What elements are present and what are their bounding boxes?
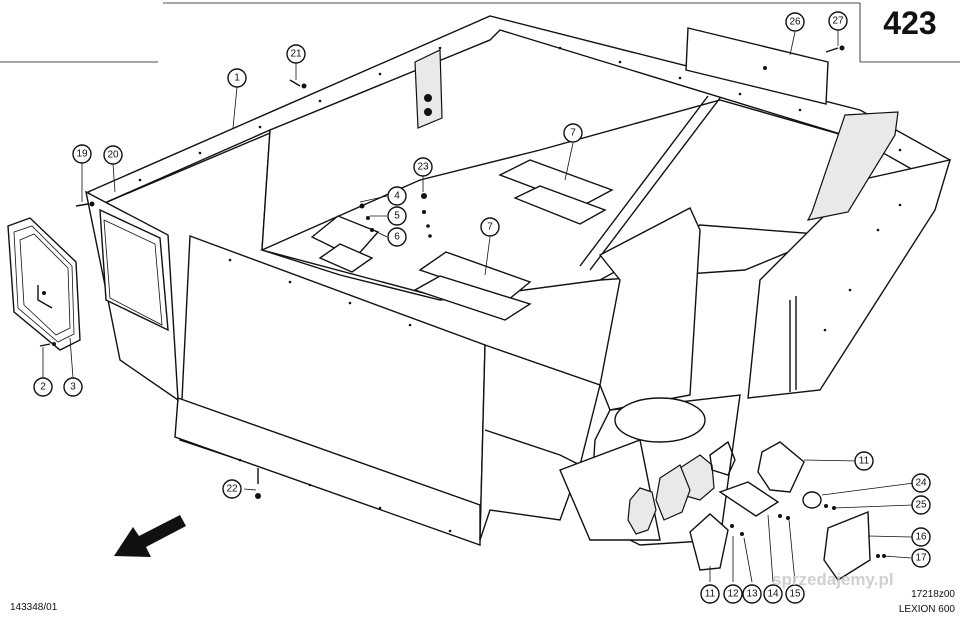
inspection-hatch — [7, 217, 81, 351]
callout-13: 13 — [742, 584, 762, 604]
svg-text:12: 12 — [727, 589, 739, 600]
callout-25: 25 — [911, 495, 931, 515]
page-frame — [0, 2, 960, 63]
callout-24: 24 — [911, 473, 931, 493]
callout-17: 17 — [911, 548, 931, 568]
callout-22: 22 — [222, 479, 242, 499]
svg-text:25: 25 — [915, 500, 927, 511]
callout-1: 1 — [227, 68, 247, 88]
svg-text:3: 3 — [70, 382, 76, 393]
callout-15: 15 — [785, 584, 805, 604]
callout-4: 4 — [387, 186, 407, 206]
leader-lines — [42, 30, 915, 583]
svg-text:2: 2 — [40, 382, 46, 393]
svg-text:6: 6 — [394, 232, 400, 243]
svg-text:4: 4 — [394, 191, 400, 202]
svg-text:17: 17 — [915, 553, 927, 564]
callout-11-right: 11 — [854, 451, 874, 471]
svg-text:11: 11 — [859, 456, 870, 467]
svg-text:13: 13 — [746, 589, 758, 600]
svg-text:15: 15 — [789, 589, 801, 600]
travel-direction-arrow — [114, 515, 186, 557]
svg-text:5: 5 — [394, 211, 400, 222]
svg-text:24: 24 — [915, 478, 927, 489]
model-name: LEXION 600 — [899, 604, 956, 615]
svg-text:20: 20 — [107, 150, 119, 161]
svg-text:22: 22 — [226, 484, 238, 495]
callout-16: 16 — [911, 527, 931, 547]
callout-7-upper: 7 — [563, 123, 583, 143]
callout-3: 3 — [63, 377, 83, 397]
callout-6: 6 — [387, 227, 407, 247]
callout-19: 19 — [72, 144, 92, 164]
svg-text:7: 7 — [487, 222, 493, 233]
watermark-text: sprzedajemy.pl — [772, 570, 894, 589]
callout-26: 26 — [785, 12, 805, 32]
grain-tank-assembly — [7, 15, 952, 581]
watermark: sprzedajemy.pl — [772, 570, 894, 589]
svg-text:26: 26 — [789, 17, 801, 28]
svg-text:23: 23 — [417, 162, 429, 173]
svg-text:11: 11 — [705, 589, 716, 600]
svg-text:19: 19 — [76, 149, 88, 160]
callout-11-bottom: 11 — [700, 584, 720, 604]
callout-5: 5 — [387, 206, 407, 226]
callout-7-lower: 7 — [480, 217, 500, 237]
callouts: 1 2 3 4 5 6 7 7 11 11 12 13 14 15 16 17 … — [33, 11, 931, 604]
fastener-dots — [138, 46, 902, 533]
callout-12: 12 — [723, 584, 743, 604]
callout-27: 27 — [828, 11, 848, 31]
svg-text:21: 21 — [290, 49, 302, 60]
svg-text:27: 27 — [832, 16, 844, 27]
page-number: 423 — [883, 5, 936, 41]
callout-14: 14 — [763, 584, 783, 604]
svg-text:16: 16 — [915, 532, 927, 543]
drawing-number: 143348/01 — [10, 602, 58, 613]
svg-text:7: 7 — [570, 128, 576, 139]
callout-21: 21 — [286, 44, 306, 64]
svg-text:1: 1 — [234, 73, 240, 84]
callout-20: 20 — [103, 145, 123, 165]
callout-2: 2 — [33, 377, 53, 397]
svg-text:14: 14 — [767, 589, 779, 600]
callout-23: 23 — [413, 157, 433, 177]
reference-code: 17218z00 — [911, 589, 955, 600]
